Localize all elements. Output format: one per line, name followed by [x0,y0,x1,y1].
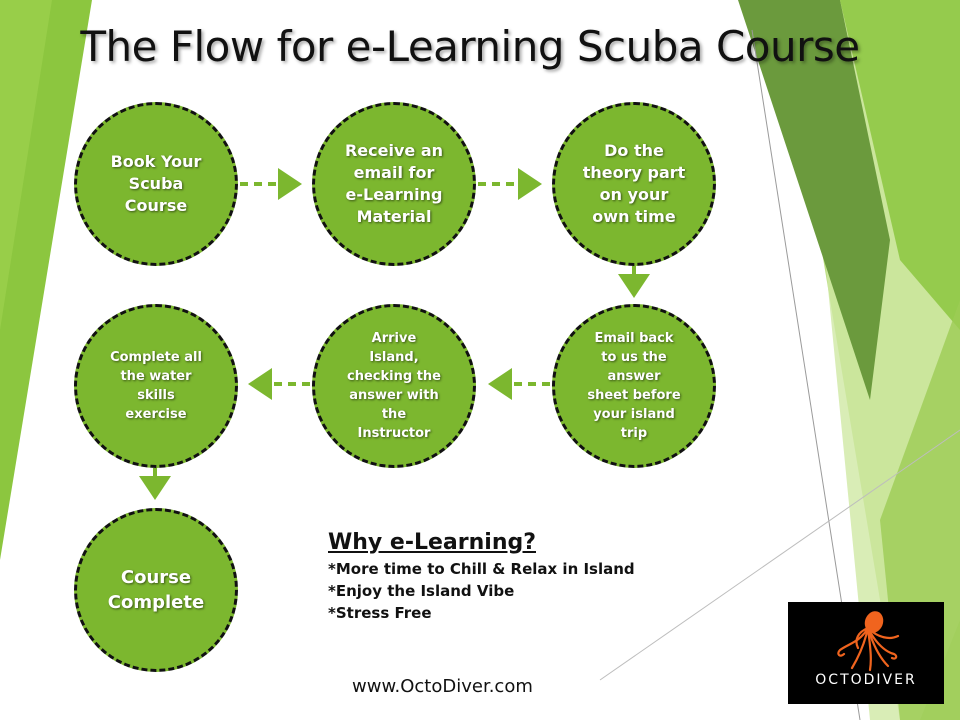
website-link[interactable]: www.OctoDiver.com [352,676,533,697]
why-item: *Enjoy the Island Vibe [328,582,515,600]
step-water-skills: Complete all the water skills exercise [74,304,238,468]
logo-text: OCTODIVER [815,672,917,688]
step-course-complete: Course Complete [74,508,238,672]
right-mid-green-band [840,0,960,330]
why-item: *Stress Free [328,604,432,622]
right-dark-green-band [738,0,890,400]
step-label: Do the theory part on your own time [582,141,686,226]
step-label: Book Your Scuba Course [110,152,202,215]
page-title: The Flow for e-Learning Scuba Course [80,22,860,71]
step-email-back: Email back to us the answer sheet before… [552,304,716,468]
step-receive-email: Receive an email for e-Learning Material [312,102,476,266]
step-label: Course Complete [107,567,205,613]
step-book-course: Book Your Scuba Course [74,102,238,266]
step-arrive-island: Arrive Island, checking the answer with … [312,304,476,468]
octopus-icon [837,611,900,672]
step-label: Complete all the water skills exercise [110,350,202,422]
why-e-learning: Why e-Learning? *More time to Chill & Re… [328,528,635,624]
step-label: Arrive Island, checking the answer with … [347,331,441,441]
left-green-triangle-inner [0,0,52,330]
octodiver-logo: OCTODIVER [788,602,944,704]
step-do-theory: Do the theory part on your own time [552,102,716,266]
why-item: *More time to Chill & Relax in Island [328,560,635,578]
decor-line-2 [599,429,960,681]
step-label: Receive an email for e-Learning Material [344,141,444,226]
why-heading: Why e-Learning? [328,530,536,555]
step-label: Email back to us the answer sheet before… [587,331,681,441]
